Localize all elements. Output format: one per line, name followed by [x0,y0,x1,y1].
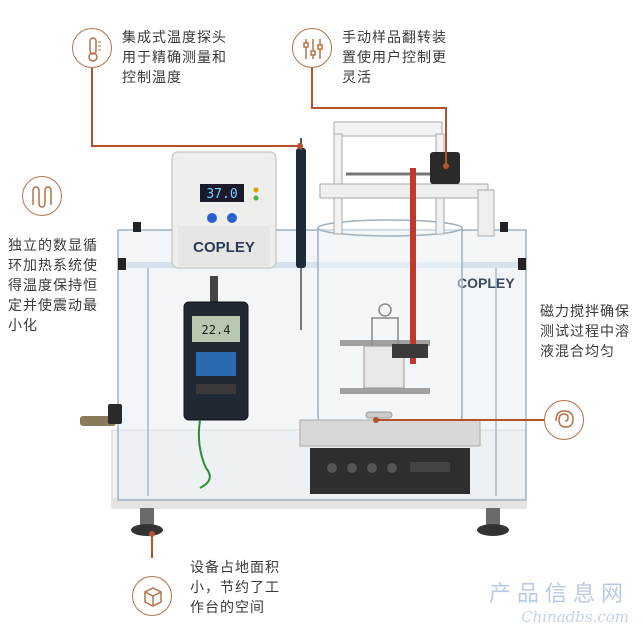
spiral-icon [544,400,584,440]
callout-footprint: 设备占地面积 小，节约了工 作台的空间 [190,560,280,616]
watermark: 产品信息网 Chinadbs.com [489,576,629,626]
sample-holder [340,303,430,394]
sliders-icon [292,28,332,68]
callout-circulator: 独立的数显循 环加热系统使 得温度保持恒 定并使震动最 小化 [8,238,98,334]
watermark-en: Chinadbs.com [521,608,629,626]
cube-icon [132,576,172,616]
svg-text:37.0: 37.0 [206,187,237,202]
lid-knobs [118,222,526,270]
drive-belt [410,168,416,364]
heater-circulator: 37.0 COPLEY [171,151,277,269]
coil-icon [22,176,62,216]
thermometer-icon [72,28,112,68]
feet [131,508,509,536]
callout-magnetic-stirring: 磁力搅拌确保 测试过程中溶 液混合均匀 [540,304,630,360]
heater-brand-label: COPLEY [193,239,255,256]
tank-brand-label: COPLEY [457,275,515,291]
magnetic-stir-bar [365,411,393,419]
glass-beaker [317,228,463,435]
svg-text:22.4: 22.4 [202,323,231,337]
sample-flip-frame [319,121,495,237]
callout-flip-device: 手动样品翻转装 置使用户控制更 灵活 [342,30,447,86]
leader-lines [91,64,546,558]
water-inlet-valve [80,416,116,426]
meter-display [192,316,240,342]
watermark-cn: 产品信息网 [488,582,629,607]
digital-thermometer: 22.4 [183,276,249,489]
stirrer-top-plate [299,419,481,447]
heater-display [200,184,244,202]
callout-temperature-probe: 集成式温度探头 用于精确测量和 控制温度 [122,30,227,86]
